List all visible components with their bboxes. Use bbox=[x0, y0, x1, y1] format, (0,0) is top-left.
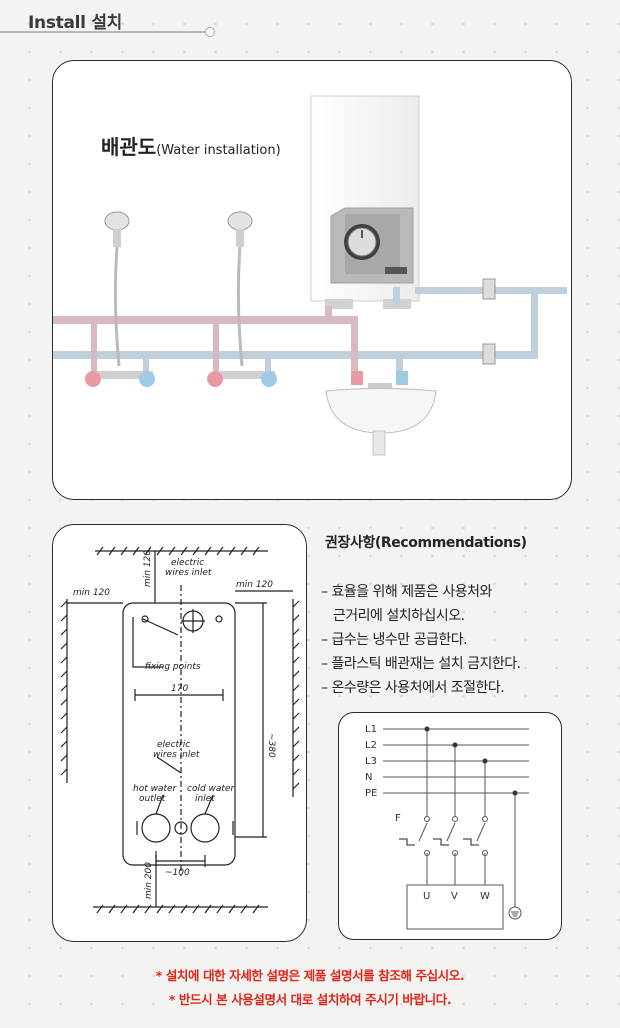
line-l2-label: L2 bbox=[365, 740, 377, 751]
electric-wires-inlet-top-line2: wires inlet bbox=[165, 568, 212, 578]
terminal-u-label: U bbox=[423, 891, 430, 902]
title-underline-dot bbox=[205, 27, 215, 37]
min-200-label: min 200 bbox=[144, 862, 154, 899]
recommendations-title: 권장사항(Recommendations) bbox=[325, 535, 527, 551]
min-120-top-label: min 120 bbox=[143, 550, 153, 587]
wash-basin bbox=[325, 371, 437, 456]
cold-water-inlet-line2: inlet bbox=[195, 794, 215, 804]
height-380-label: ~380 bbox=[266, 733, 276, 758]
width-170-label: 170 bbox=[171, 684, 188, 694]
recommendation-item: 근거리에 설치하십시오. bbox=[321, 608, 465, 624]
shower-left bbox=[85, 211, 155, 387]
water-heater-unit bbox=[310, 95, 420, 309]
electric-wires-inlet-top-line1: electric bbox=[171, 558, 204, 568]
shower-right bbox=[207, 211, 277, 387]
line-pe-label: PE bbox=[365, 788, 377, 799]
note-line: * 설치에 대한 자세한 설명은 제품 설명서를 참조해 주십시오. bbox=[155, 968, 465, 983]
recommendation-item: – 온수량은 사용처에서 조절한다. bbox=[321, 680, 505, 696]
dimension-drawing-panel: min 120 min 120 min 120 electric wires i… bbox=[52, 524, 307, 942]
water-installation-diagram bbox=[53, 95, 567, 456]
section-title: Install 설치 bbox=[28, 13, 122, 33]
hot-water-outlet-line2: outlet bbox=[139, 794, 166, 804]
water-installation-panel: 배관도(Water installation) bbox=[52, 60, 572, 500]
fixing-points-label: fixing points bbox=[145, 662, 201, 672]
installation-title-main: 배관도 bbox=[101, 135, 157, 159]
spacing-100-label: ~100 bbox=[165, 868, 190, 878]
terminal-v-label: V bbox=[451, 891, 458, 902]
line-l3-label: L3 bbox=[365, 756, 377, 767]
dimension-drawing: min 120 min 120 min 120 electric wires i… bbox=[60, 546, 300, 914]
installation-title: 배관도(Water installation) bbox=[101, 131, 281, 160]
line-n-label: N bbox=[365, 772, 372, 783]
footer-notes: * 설치에 대한 자세한 설명은 제품 설명서를 참조해 주십시오. * 반드시… bbox=[0, 964, 620, 1012]
title-underline bbox=[0, 31, 210, 33]
wiring-diagram-panel: L1 L2 L3 N PE F U V W bbox=[338, 712, 562, 940]
min-120-left-label: min 120 bbox=[73, 588, 110, 598]
electric-wires-inlet-mid-line1: electric bbox=[157, 740, 190, 750]
electric-wires-inlet-mid-line2: wires inlet bbox=[153, 750, 200, 760]
recommendation-item: – 효율을 위해 제품은 사용처와 bbox=[321, 584, 492, 600]
recommendation-item: – 플라스틱 배관재는 설치 금지한다. bbox=[321, 656, 521, 672]
note-line: * 반드시 본 사용설명서 대로 설치하여 주시기 바랍니다. bbox=[168, 992, 452, 1007]
recommendation-item: – 급수는 냉수만 공급한다. bbox=[321, 632, 468, 648]
cold-water-inlet-line1: cold water bbox=[187, 784, 235, 794]
pipes bbox=[53, 278, 567, 375]
installation-title-sub: (Water installation) bbox=[156, 143, 281, 158]
recommendations-list: – 효율을 위해 제품은 사용처와 근거리에 설치하십시오. – 급수는 냉수만… bbox=[321, 580, 521, 700]
wiring-diagram: L1 L2 L3 N PE F U V W bbox=[365, 724, 529, 930]
fuse-label: F bbox=[395, 813, 401, 824]
hot-water-outlet-line1: hot water bbox=[133, 784, 178, 794]
terminal-w-label: W bbox=[480, 891, 490, 902]
min-120-right-label: min 120 bbox=[236, 580, 273, 590]
line-l1-label: L1 bbox=[365, 724, 377, 735]
